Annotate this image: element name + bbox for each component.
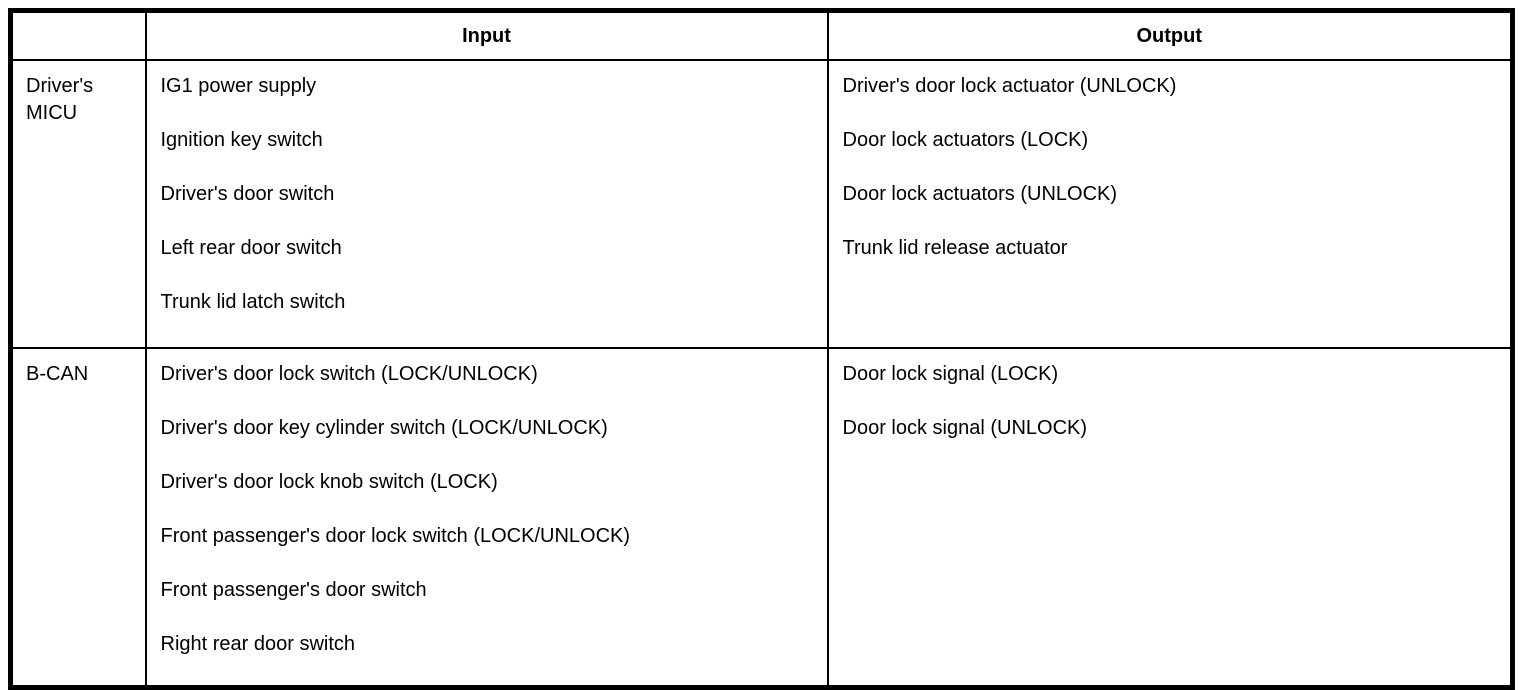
output-item: Door lock signal (UNLOCK) — [842, 417, 1088, 439]
input-item: Driver's door key cylinder switch (LOCK/… — [160, 417, 608, 439]
input-item: Driver's door switch — [160, 183, 335, 205]
table-header-row: Input Output — [9, 9, 1514, 61]
input-item: Left rear door switch — [160, 237, 342, 259]
component-cell: Driver's MICU — [9, 59, 147, 349]
input-item: Front passenger's door lock switch (LOCK… — [160, 525, 631, 547]
output-cell: Door lock signal (LOCK) Door lock signal… — [826, 347, 1514, 689]
output-item: Trunk lid release actuator — [842, 237, 1068, 259]
table-row-drivers-micu: Driver's MICU IG1 power supply Ignition … — [9, 59, 1514, 349]
output-item: Door lock actuators (UNLOCK) — [842, 183, 1118, 205]
input-cell: IG1 power supply Ignition key switch Dri… — [144, 59, 829, 349]
input-item: Right rear door switch — [160, 633, 356, 655]
component-column-header — [9, 9, 147, 61]
output-item: Door lock signal (LOCK) — [842, 363, 1059, 385]
input-item: Driver's door lock switch (LOCK/UNLOCK) — [160, 363, 538, 385]
input-output-table: Input Output Driver's MICU IG1 power sup… — [8, 8, 1515, 690]
input-cell: Driver's door lock switch (LOCK/UNLOCK) … — [144, 347, 829, 689]
output-item: Door lock actuators (LOCK) — [842, 129, 1089, 151]
input-item: Front passenger's door switch — [160, 579, 427, 601]
output-item: Driver's door lock actuator (UNLOCK) — [842, 75, 1177, 97]
input-column-header: Input — [144, 9, 829, 61]
input-item: Driver's door lock knob switch (LOCK) — [160, 471, 498, 493]
input-item: Ignition key switch — [160, 129, 323, 151]
output-column-header: Output — [826, 9, 1514, 61]
input-item: IG1 power supply — [160, 75, 317, 97]
table-row-b-can: B-CAN Driver's door lock switch (LOCK/UN… — [9, 347, 1514, 689]
component-cell: B-CAN — [9, 347, 147, 689]
input-item: Trunk lid latch switch — [160, 291, 346, 313]
output-cell: Driver's door lock actuator (UNLOCK) Doo… — [826, 59, 1514, 349]
